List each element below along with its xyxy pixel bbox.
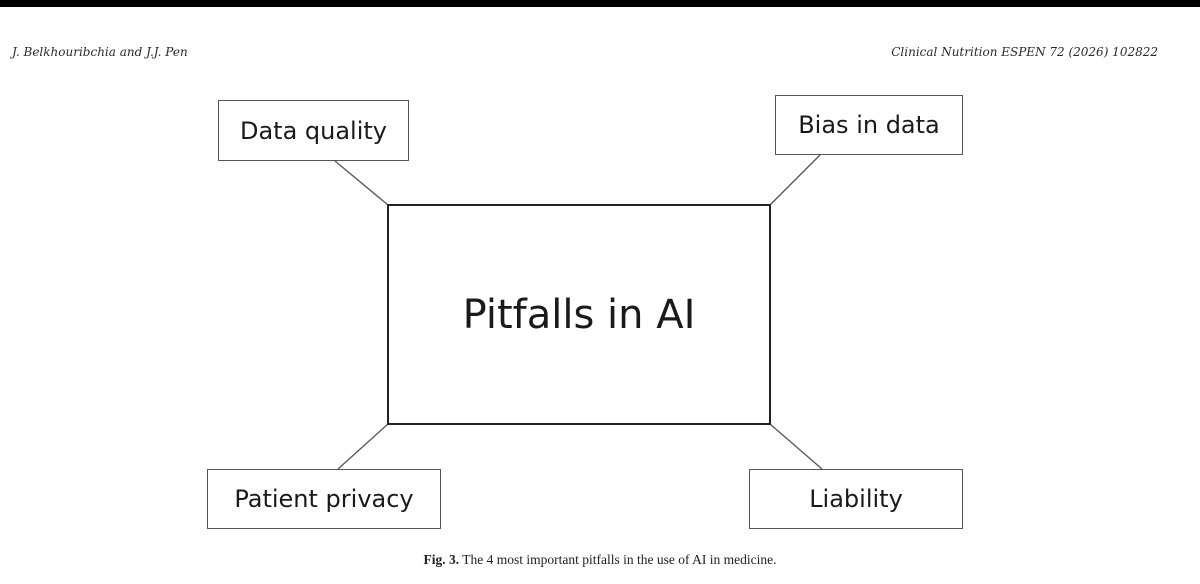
connector-patient-privacy <box>337 423 389 470</box>
top-border-bar <box>0 0 1200 7</box>
figure-caption-text: The 4 most important pitfalls in the use… <box>462 552 777 567</box>
running-head-citation: Clinical Nutrition ESPEN 72 (2026) 10282… <box>891 45 1158 59</box>
pitfall-box-bias-in-data: Bias in data <box>775 95 963 155</box>
figure-caption: Fig. 3. The 4 most important pitfalls in… <box>0 552 1200 568</box>
pitfall-label-data-quality: Data quality <box>239 116 388 145</box>
figure-caption-label: Fig. 3. <box>423 552 460 567</box>
pitfall-label-patient-privacy: Patient privacy <box>234 485 414 513</box>
center-label: Pitfalls in AI <box>462 291 696 338</box>
pitfall-label-bias-in-data: Bias in data <box>798 111 940 139</box>
pitfall-box-liability: Liability <box>749 469 963 529</box>
pitfall-label-liability: Liability <box>809 485 903 513</box>
running-head-authors: J. Belkhouribchia and J.J. Pen <box>12 45 188 59</box>
pitfall-box-patient-privacy: Patient privacy <box>207 469 441 529</box>
center-box-pitfalls-in-ai: Pitfalls in AI <box>387 204 771 425</box>
connector-data-quality <box>334 160 389 206</box>
connector-bias-in-data <box>769 154 821 206</box>
pitfall-box-data-quality: Data quality <box>218 100 409 161</box>
connector-liability <box>769 423 823 470</box>
